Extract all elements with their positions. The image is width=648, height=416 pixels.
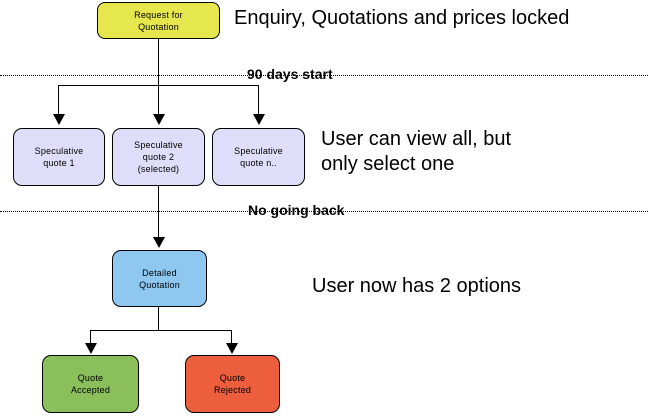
phase-divider-no-going-back bbox=[0, 211, 648, 212]
arrowhead-specn bbox=[253, 114, 265, 125]
connector-branch-spec2 bbox=[158, 85, 159, 115]
phase-divider-90-days bbox=[0, 75, 648, 76]
node-detailed-quotation[interactable]: Detailed Quotation bbox=[112, 250, 207, 307]
node-speculative-quote-1[interactable]: Speculative quote 1 bbox=[13, 128, 105, 186]
connector-detailed-stem bbox=[158, 307, 159, 331]
connector-outcome-bar bbox=[90, 330, 231, 331]
node-speculative-quote-n[interactable]: Speculative quote n.. bbox=[212, 128, 305, 186]
connector-branch-spec1 bbox=[58, 85, 59, 115]
node-quote-rejected[interactable]: Quote Rejected bbox=[185, 355, 280, 413]
connector-branch-specn bbox=[258, 85, 259, 115]
arrowhead-spec1 bbox=[53, 114, 65, 125]
node-speculative-quote-2[interactable]: Speculative quote 2 (selected) bbox=[112, 128, 205, 186]
node-quote-accepted[interactable]: Quote Accepted bbox=[42, 355, 139, 413]
connector-branch-accepted bbox=[90, 330, 91, 344]
arrowhead-spec2 bbox=[153, 114, 165, 125]
divider-label-90-days-start: 90 days start bbox=[247, 66, 333, 82]
annotation-view-all-select-one: User can view all, but only select one bbox=[321, 128, 512, 175]
connector-branch-rejected bbox=[231, 330, 232, 344]
arrowhead-detailed-quotation bbox=[153, 237, 165, 248]
annotation-enquiry-locked: Enquiry, Quotations and prices locked bbox=[234, 7, 570, 29]
arrowhead-quote-accepted bbox=[85, 343, 97, 354]
node-request-for-quotation[interactable]: Request for Quotation bbox=[97, 2, 220, 39]
annotation-two-options: User now has 2 options bbox=[312, 275, 522, 297]
divider-label-no-going-back: No going back bbox=[248, 202, 345, 218]
connector-rfq-stem bbox=[158, 39, 159, 86]
arrowhead-quote-rejected bbox=[226, 343, 238, 354]
